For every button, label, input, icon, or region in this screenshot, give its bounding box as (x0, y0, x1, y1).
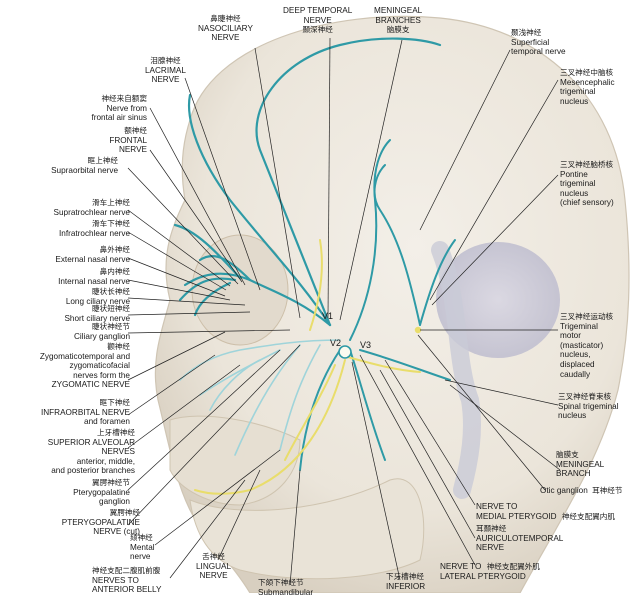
orbit-shape (191, 234, 289, 346)
label-pontine-nucleus: 三叉神经脑桥核 Pontine trigeminal nucleus (chie… (560, 160, 614, 208)
mandibular-nerve-branches (299, 139, 456, 471)
label-trigeminal-motor-nucleus: 三叉神经运动核 Trigeminal motor (masticator) nu… (560, 312, 614, 379)
label-pterygopalatine-ganglion: 翼腭神经节 Pterygopalatine ganglion (73, 478, 130, 507)
ophthalmic-nerve-branches (173, 37, 442, 327)
label-supratrochlear-nerve: 滑车上神经 Supratrochlear nerve (53, 198, 130, 217)
label-deep-temporal-nerve: DEEP TEMPORAL NERVE 颞深神经 (283, 6, 353, 35)
label-nasociliary-nerve: 鼻睫神经 NASOCILIARY NERVE (198, 14, 253, 43)
v1-label: V1 (322, 311, 333, 321)
brainstem-shape (436, 242, 560, 358)
label-nerve-to-medial-pterygoid: NERVE TO MEDIAL PTERYGOID 神经支配翼内肌 (476, 502, 615, 521)
label-submandibular-ganglion: 下颌下神经节 Submandibular (258, 578, 314, 597)
label-spinal-trigeminal-nucleus: 三叉神经脊束核 Spinal trigeminal nucleus (558, 392, 619, 421)
maxillary-nerve-branches (179, 339, 341, 456)
label-supraorbital-nerve: 眶上神经 Supraorbital nerve (51, 156, 118, 175)
mandible-shape (189, 478, 425, 580)
v2-label: V2 (330, 338, 341, 348)
label-inferior-alveolar-nerve: 下牙槽神经 INFERIOR (386, 572, 426, 591)
label-infraorbital-nerve: 眶下神经 INFRAORBITAL NERVE and foramen (40, 398, 130, 427)
label-frontal-nerve: 额神经 FRONTAL NERVE (109, 126, 147, 155)
label-superficial-temporal-nerve: 颞浅神经 Superficial temporal nerve (511, 28, 566, 57)
label-mental-nerve: 颏神经 Mental nerve (130, 533, 155, 562)
autonomic-nerve-paths (194, 239, 421, 495)
label-otic-ganglion: Otic ganglion 耳神经节 (540, 486, 623, 495)
label-long-ciliary-nerve: 睫状长神经 Long ciliary nerve (65, 287, 130, 306)
label-mesencephalic-nucleus: 三叉神经中脑核 Mesencephalic trigeminal nucleus (560, 68, 615, 106)
label-short-ciliary-nerve: 睫状短神经 Short ciliary nerve (64, 304, 130, 323)
label-zygomatic-nerve: 颧神经 Zygomaticotemporal and zygomaticofac… (39, 342, 130, 390)
label-nerves-to-anterior-belly: 神经支配二腹肌前腹 NERVES TO ANTERIOR BELLY (92, 566, 162, 595)
label-external-nasal-nerve: 鼻外神经 External nasal nerve (55, 245, 130, 264)
label-superior-alveolar-nerves: 上牙槽神经 SUPERIOR ALVEOLAR NERVES anterior,… (47, 428, 135, 476)
label-nerve-from-frontal-sinus: 神经来自额窦 Nerve from frontal air sinus (91, 94, 147, 123)
v3-label: V3 (360, 340, 371, 350)
label-ciliary-ganglion: 睫状神经节 Ciliary ganglion (74, 322, 130, 341)
trigeminal-ganglion (338, 345, 352, 359)
label-auriculotemporal-nerve: 耳颞神经 AURICULOTEMPORAL NERVE (476, 524, 564, 553)
label-pterygopalatine-nerve: 翼腭神经 PTERYGOPALATINE NERVE (cut) (61, 508, 140, 537)
label-internal-nasal-nerve: 鼻内神经 Internal nasal nerve (58, 267, 130, 286)
label-nerve-to-lateral-pterygoid: NERVE TO 神经支配翼外肌 LATERAL PTERYGOID (440, 562, 540, 581)
label-lacrimal-nerve: 泪腺神经 LACRIMAL NERVE (145, 56, 186, 85)
maxilla-shape (169, 415, 301, 506)
label-meningeal-branches: MENINGEAL BRANCHES 脑膜支 (374, 6, 423, 35)
otic-ganglion-dot (414, 326, 422, 334)
spinal-cord-shape (431, 241, 481, 499)
label-lingual-nerve: 舌神经 LINGUAL NERVE (196, 552, 232, 581)
leader-lines (127, 37, 561, 586)
label-meningeal-branch: 脑膜支 MENINGEAL BRANCH (556, 450, 605, 479)
label-infratrochlear-nerve: 滑车下神经 Infratrochlear nerve (59, 219, 130, 238)
